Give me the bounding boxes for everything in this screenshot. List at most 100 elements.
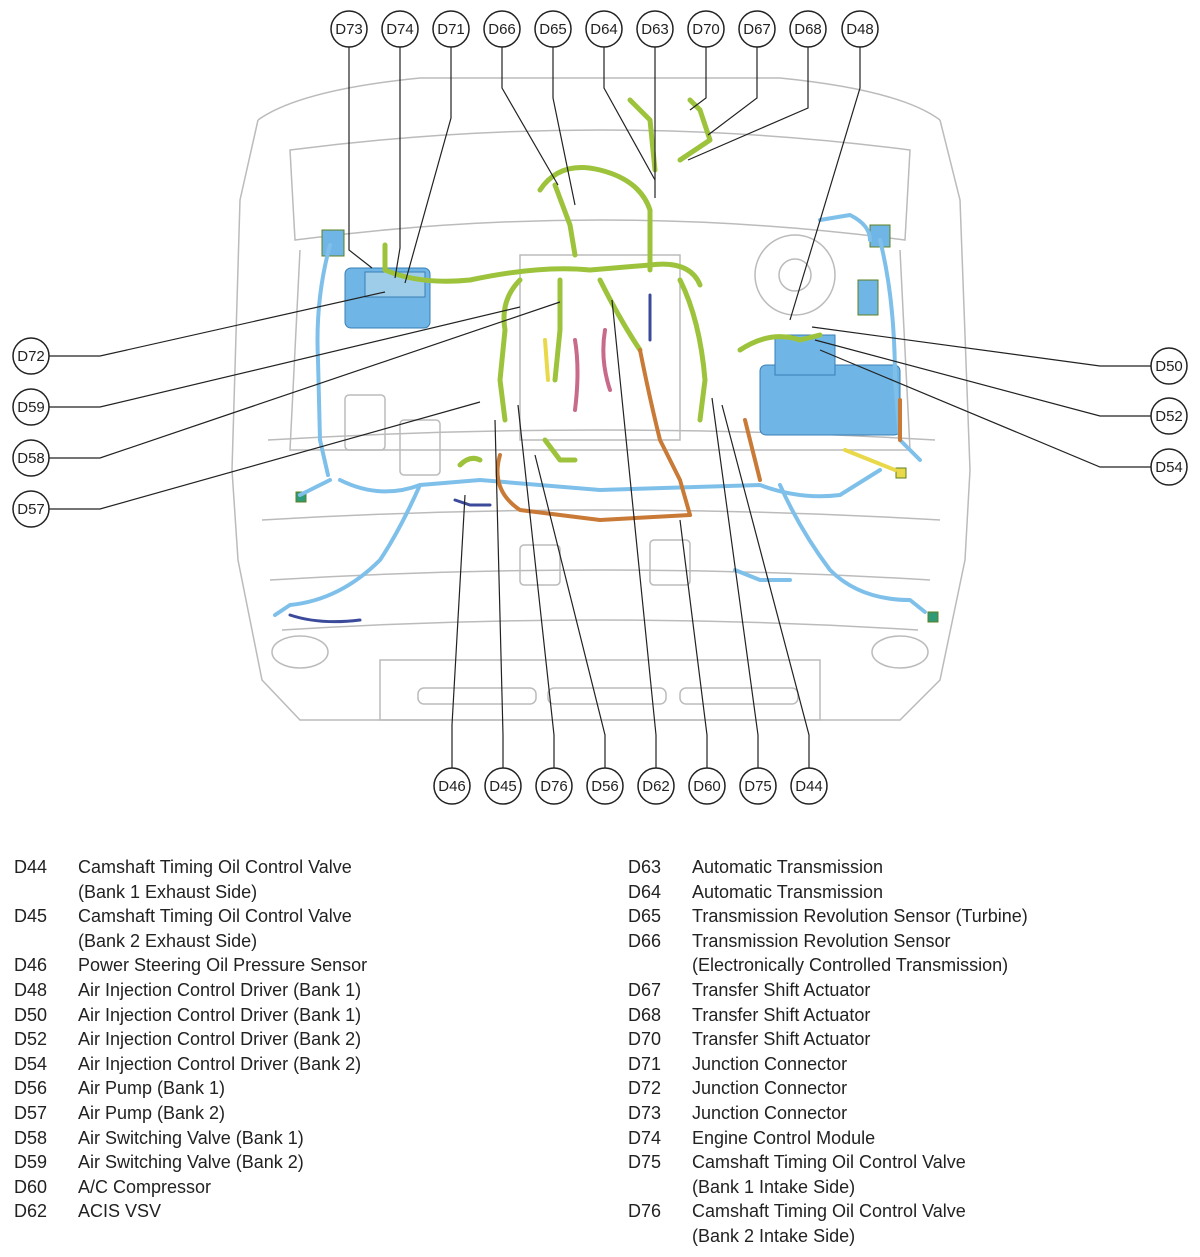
callouts-top: D73 D74 D71 D66 D65 D64 D63 D70 D67 D68 …	[330, 10, 879, 48]
legend-code: D70	[628, 1029, 662, 1050]
callout-bottom-7: D75	[739, 767, 777, 805]
svg-text:D60: D60	[693, 778, 721, 795]
svg-text:D76: D76	[540, 778, 568, 795]
callout-bottom-5: D62	[637, 767, 675, 805]
callout-bottom-8: D44	[790, 767, 828, 805]
callout-left-3: D58	[12, 439, 50, 477]
legend-code: D54	[14, 1053, 48, 1074]
svg-text:D63: D63	[641, 21, 669, 38]
legend-desc: Engine Control Module	[692, 1127, 876, 1148]
svg-text:D48: D48	[846, 21, 874, 38]
legend-desc: Air Injection Control Driver (Bank 1)	[78, 1004, 362, 1025]
svg-text:D74: D74	[386, 21, 414, 38]
legend-desc: Air Switching Valve (Bank 2)	[78, 1152, 304, 1173]
air-injection-driver-block	[759, 334, 901, 436]
vehicle-outline	[231, 77, 971, 721]
svg-text:D64: D64	[590, 21, 618, 38]
legend-entry: D59 Air Switching Valve (Bank 2)	[14, 1150, 594, 1175]
legend-code: D44	[14, 857, 48, 877]
legend-desc: Automatic Transmission	[692, 857, 884, 877]
callout-top-3: D71	[432, 10, 470, 48]
harness-yellow	[543, 338, 897, 472]
callout-left-1: D72	[12, 337, 50, 375]
legend-code: D56	[14, 1078, 48, 1099]
legend-entry: D45 Camshaft Timing Oil Control Valve (Ba…	[14, 904, 594, 953]
callout-top-11: D48	[841, 10, 879, 48]
legend-desc: Air Pump (Bank 1)	[78, 1078, 226, 1099]
legend-entry: D62 ACIS VSV	[14, 1199, 594, 1224]
legend-code: D48	[14, 979, 48, 1000]
legend-desc: Transfer Shift Actuator	[692, 1004, 871, 1025]
legend-desc: Transfer Shift Actuator	[692, 979, 871, 1000]
callout-bottom-3: D76	[535, 767, 573, 805]
svg-text:D68: D68	[794, 21, 822, 38]
legend-desc: Transmission Revolution Sensor (Electron…	[692, 930, 1009, 976]
callout-top-7: D63	[636, 10, 674, 48]
legend-desc: A/C Compressor	[78, 1176, 212, 1197]
callout-right-1: D50	[1150, 347, 1188, 385]
legend-code: D58	[14, 1127, 48, 1148]
legend-desc: Air Injection Control Driver (Bank 2)	[78, 1029, 362, 1050]
legend-code: D64	[628, 881, 662, 902]
svg-text:D45: D45	[489, 778, 517, 795]
harness-blue	[273, 213, 927, 617]
svg-text:D54: D54	[1155, 459, 1183, 476]
connector-blocks	[295, 224, 939, 623]
callout-right-3: D54	[1150, 448, 1188, 486]
legend-desc: Camshaft Timing Oil Control Valve (Bank …	[78, 857, 352, 902]
svg-text:D52: D52	[1155, 408, 1183, 425]
legend-code: D75	[628, 1152, 662, 1173]
harness-orange	[495, 348, 902, 522]
legend-code: D76	[628, 1201, 662, 1222]
legend-entry: D63 Automatic Transmission	[628, 855, 1188, 880]
callouts-left: D72 D59 D58 D57	[12, 337, 50, 528]
legend-code: D45	[14, 906, 48, 927]
legend-entry: D68 Transfer Shift Actuator	[628, 1003, 1188, 1028]
legend-code: D59	[14, 1152, 48, 1173]
legend-code: D62	[14, 1201, 48, 1222]
harness-navy	[288, 293, 652, 624]
legend-code: D72	[628, 1078, 662, 1099]
legend-desc: Junction Connector	[692, 1078, 848, 1099]
svg-text:D71: D71	[437, 21, 465, 38]
svg-text:D75: D75	[744, 778, 772, 795]
svg-text:D65: D65	[539, 21, 567, 38]
svg-text:D70: D70	[692, 21, 720, 38]
callouts-bottom: D46 D45 D76 D56 D62 D60 D75 D44	[433, 767, 828, 805]
legend-code: D74	[628, 1127, 662, 1148]
legend-desc: Camshaft Timing Oil Control Valve (Bank …	[692, 1152, 966, 1197]
legend-entry: D54 Air Injection Control Driver (Bank 2)	[14, 1052, 594, 1077]
legend-desc: Junction Connector	[692, 1102, 848, 1123]
legend-desc: Automatic Transmission	[692, 881, 884, 902]
legend-entry: D58 Air Switching Valve (Bank 1)	[14, 1126, 594, 1151]
legend-entry: D56 Air Pump (Bank 1)	[14, 1076, 594, 1101]
legend-code: D63	[628, 857, 662, 877]
legend-entry: D74 Engine Control Module	[628, 1126, 1188, 1151]
legend-code: D71	[628, 1053, 662, 1074]
legend-desc: Air Injection Control Driver (Bank 2)	[78, 1053, 362, 1074]
svg-text:D62: D62	[642, 778, 670, 795]
legend-desc: Camshaft Timing Oil Control Valve (Bank …	[78, 906, 352, 951]
callout-top-9: D67	[738, 10, 776, 48]
callouts-right: D50 D52 D54	[1150, 347, 1188, 486]
leader-lines	[49, 43, 1151, 770]
legend-desc: Transmission Revolution Sensor (Turbine)	[692, 906, 1028, 927]
legend-code: D68	[628, 1004, 662, 1025]
svg-text:D58: D58	[17, 450, 45, 467]
callout-top-1: D73	[330, 10, 368, 48]
legend-desc: Air Switching Valve (Bank 1)	[78, 1127, 304, 1148]
legend-code: D67	[628, 979, 662, 1000]
legend-desc: ACIS VSV	[78, 1201, 162, 1222]
legend-code: D57	[14, 1102, 48, 1123]
